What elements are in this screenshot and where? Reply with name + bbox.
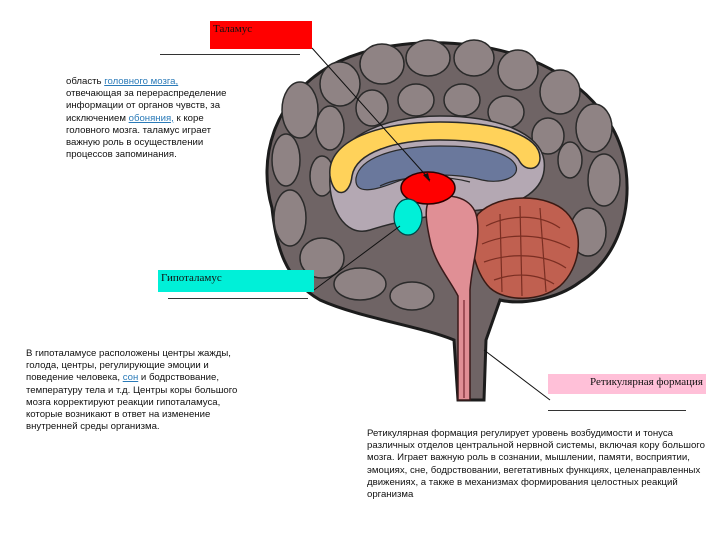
reticular-desc-text: Ретикулярная формация регулирует уровень…: [367, 428, 705, 500]
reticular-description: Ретикулярная формация регулирует уровень…: [367, 428, 707, 501]
smell-link[interactable]: обоняния,: [129, 113, 174, 124]
thalamus-label: Таламус: [210, 21, 312, 49]
thalamus-description: область головного мозга, отвечающая за п…: [66, 76, 228, 161]
thalamus-label-text: Таламус: [213, 23, 252, 35]
brain-link[interactable]: головного мозга,: [104, 76, 178, 87]
sleep-link[interactable]: сон: [123, 372, 139, 383]
reticular-label: Ретикулярная формация: [548, 374, 706, 394]
thalamus-desc-part1: область: [66, 76, 104, 87]
reticular-leader: [484, 350, 550, 400]
hypothalamus-underline: [168, 298, 308, 299]
reticular-label-text: Ретикулярная формация: [590, 376, 703, 388]
reticular-underline: [548, 410, 686, 411]
cerebellum: [472, 198, 578, 298]
thalamus-underline: [160, 54, 300, 55]
hypothalamus-label: Гипоталамус: [158, 270, 314, 292]
hypothalamus-description: В гипоталамусе расположены центры жажды,…: [26, 348, 256, 433]
hypothalamus-region: [394, 199, 422, 235]
hypothalamus-label-text: Гипоталамус: [161, 272, 222, 284]
